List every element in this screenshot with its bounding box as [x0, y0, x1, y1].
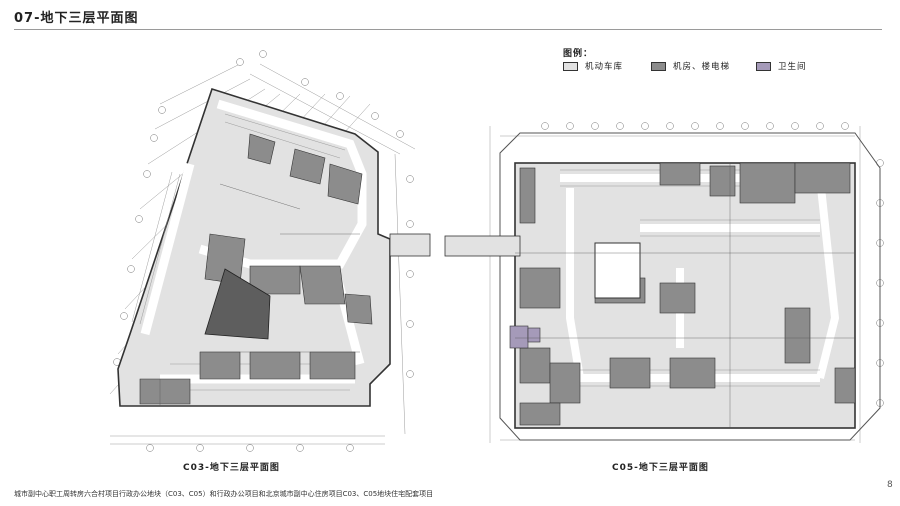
footer-project-name: 城市副中心职工周转房六合村项目行政办公地块（C03、C05）和行政办公项目和北京… [14, 490, 434, 498]
legend-item-garage: 机动车库 [563, 60, 623, 72]
c03-machine-rooms [139, 133, 373, 405]
c05-courtyard [594, 242, 641, 299]
c05-axis-markers [541, 122, 884, 407]
c05-connector-corridor [444, 235, 521, 257]
legend-label-machine-room: 机房、楼电梯 [673, 62, 731, 72]
c03-connector-corridor [389, 233, 431, 257]
legend-swatch-garage [563, 61, 578, 71]
c03-plan-caption: C03-地下三层平面图 [183, 463, 280, 473]
c05-floor-plan [444, 122, 884, 443]
c03-floor-plan [109, 50, 431, 452]
page-title: 07-地下三层平面图 [14, 11, 139, 26]
c03-courtyard [204, 268, 271, 340]
c05-machine-rooms [519, 162, 856, 426]
c05-partitions [515, 163, 855, 428]
legend-swatch-restroom [756, 61, 771, 71]
legend-label-garage: 机动车库 [585, 62, 624, 72]
c05-restrooms [509, 325, 541, 349]
title-divider [14, 29, 882, 30]
c03-axis-markers [113, 50, 414, 452]
legend-label-restroom: 卫生间 [778, 62, 807, 72]
c05-plan-caption: C05-地下三层平面图 [612, 463, 709, 473]
legend-title: 图例： [563, 49, 594, 59]
legend-item-restroom: 卫生间 [756, 60, 807, 72]
c03-partitions [159, 183, 360, 406]
legend-item-machine-room: 机房、楼电梯 [651, 60, 730, 72]
page-number: 8 [887, 480, 893, 490]
legend-swatch-machine-room [651, 61, 666, 71]
